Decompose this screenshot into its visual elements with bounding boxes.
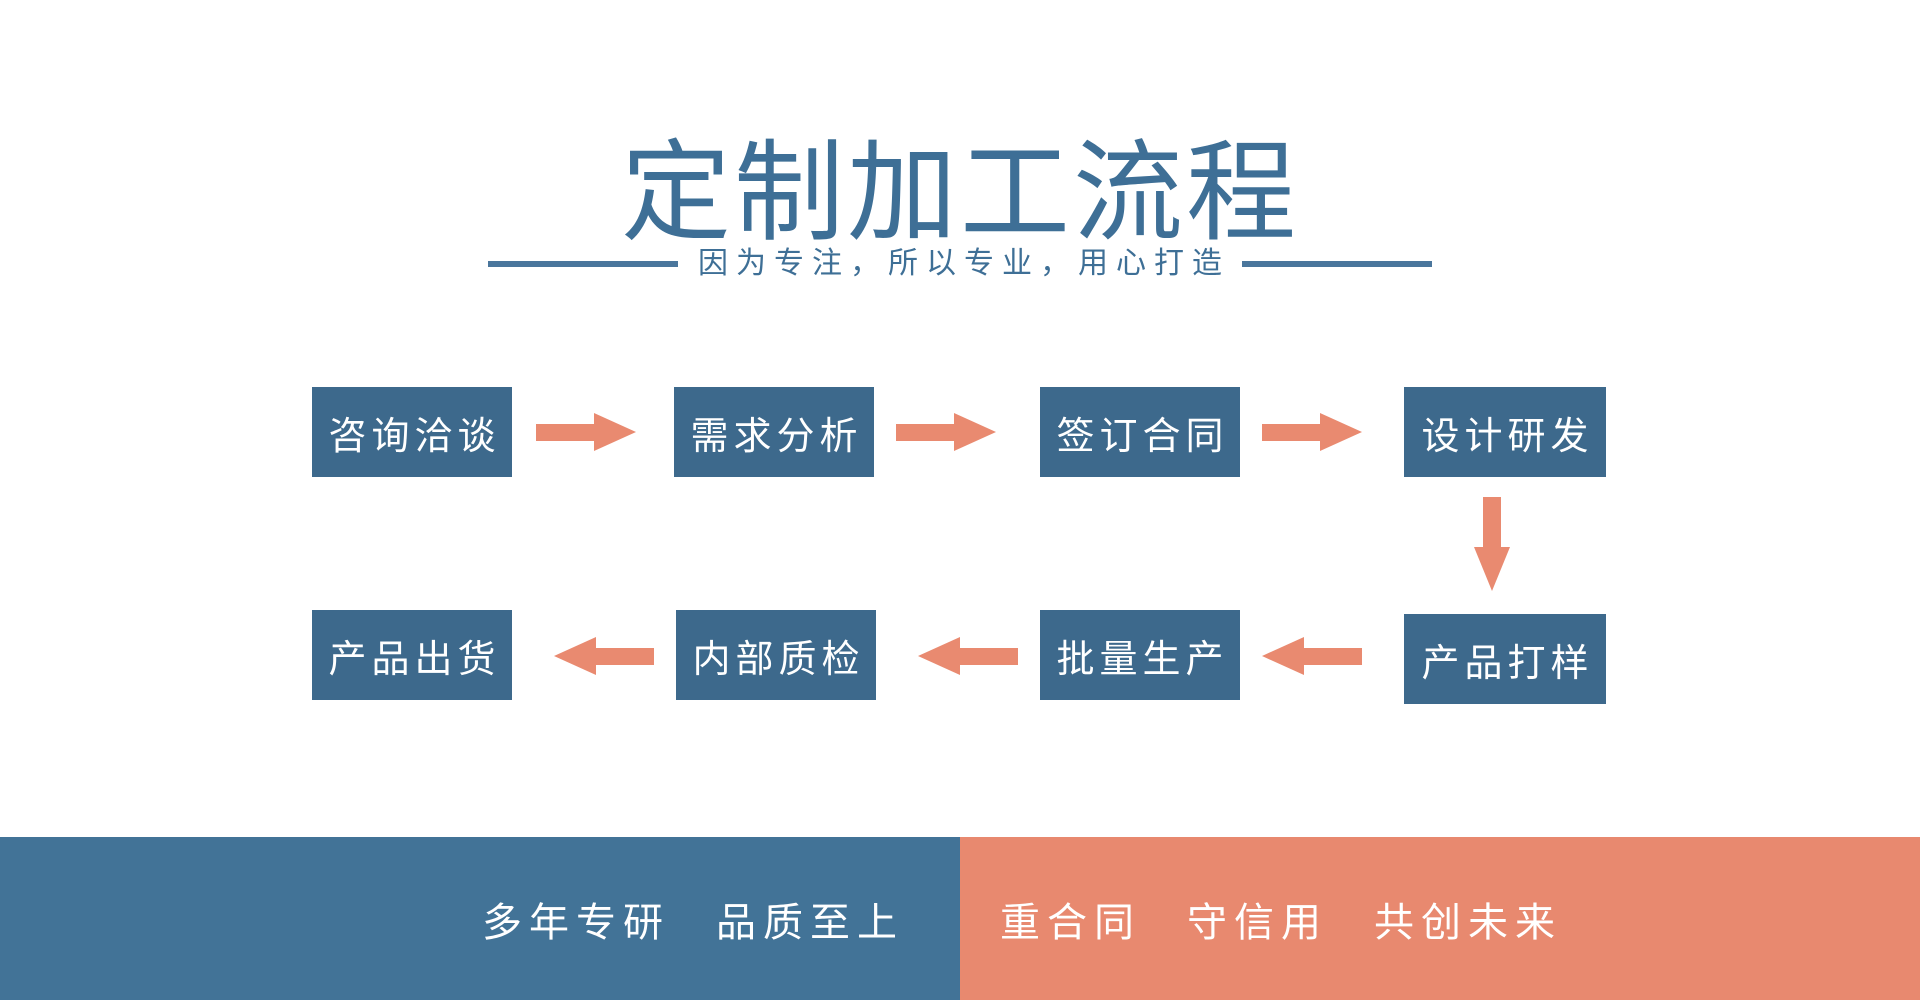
- arrow-shaft: [960, 647, 1018, 665]
- arrow-down-icon: [1474, 497, 1510, 591]
- flow-step-consultation: 咨询洽谈: [312, 387, 512, 477]
- subtitle-right-line: [1242, 261, 1432, 267]
- footer-slogan: 共创未来: [1374, 900, 1562, 945]
- arrow-head: [554, 637, 596, 675]
- flow-step-production: 批量生产: [1040, 610, 1240, 700]
- footer-right-band: 重合同 守信用 共创未来: [960, 837, 1920, 1000]
- arrow-left-icon: [918, 637, 1018, 675]
- flow-step-requirements: 需求分析: [674, 387, 874, 477]
- flow-step-design: 设计研发: [1404, 387, 1606, 477]
- arrow-shaft: [1304, 647, 1362, 665]
- subtitle-row: 因为专注，所以专业，用心打造: [0, 246, 1920, 282]
- subtitle-text: 因为专注，所以专业，用心打造: [698, 247, 1230, 280]
- arrow-left-icon: [1262, 637, 1362, 675]
- arrow-head: [918, 637, 960, 675]
- footer-slogan: 守信用: [1187, 900, 1328, 945]
- arrow-head: [594, 413, 636, 451]
- arrow-right-icon: [536, 413, 636, 451]
- arrow-right-icon: [1262, 413, 1362, 451]
- flow-step-sampling: 产品打样: [1404, 614, 1606, 704]
- arrow-shaft: [1483, 497, 1501, 547]
- arrow-shaft: [1262, 423, 1320, 441]
- subtitle-left-line: [488, 261, 678, 267]
- flow-step-contract: 签订合同: [1040, 387, 1240, 477]
- footer-slogan: 多年专研: [482, 900, 670, 945]
- arrow-head: [1320, 413, 1362, 451]
- footer-slogan: 品质至上: [716, 900, 904, 945]
- arrow-shaft: [536, 423, 594, 441]
- arrow-head: [954, 413, 996, 451]
- flow-step-shipping: 产品出货: [312, 610, 512, 700]
- arrow-left-icon: [554, 637, 654, 675]
- arrow-shaft: [596, 647, 654, 665]
- arrow-head: [1474, 547, 1510, 591]
- page-title: 定制加工流程: [621, 132, 1299, 255]
- arrow-right-icon: [896, 413, 996, 451]
- footer-left-band: 多年专研 品质至上: [0, 837, 960, 1000]
- arrow-shaft: [896, 423, 954, 441]
- flow-step-qc: 内部质检: [676, 610, 876, 700]
- arrow-head: [1262, 637, 1304, 675]
- footer-slogan: 重合同: [1000, 900, 1141, 945]
